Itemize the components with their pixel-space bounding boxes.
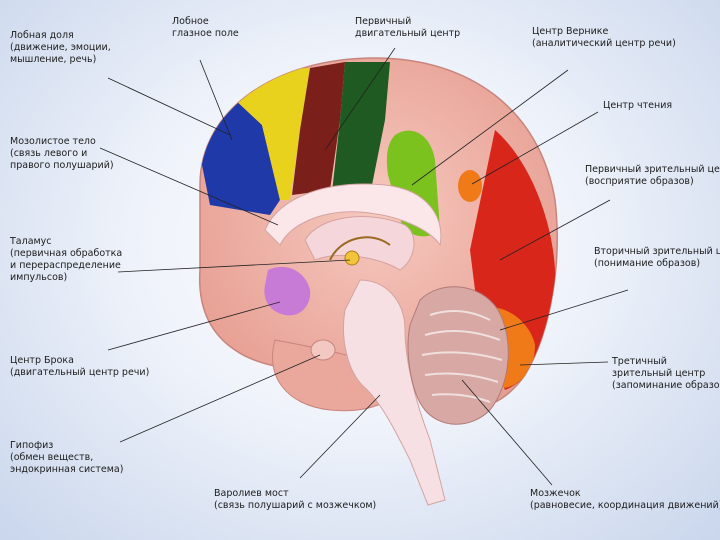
label-reading-center-title: Центр чтения — [603, 100, 673, 111]
pituitary-region — [310, 339, 336, 361]
label-secondary-visual-desc: (понимание образов) — [594, 258, 701, 269]
cerebellum-region — [407, 286, 509, 425]
frontal-eye-field-region — [230, 68, 310, 200]
label-frontal-eye-field: Лобное глазное поле — [172, 16, 239, 40]
label-corpus-callosum: Мозолистое тело (связь левого и правого … — [10, 136, 114, 172]
label-tertiary-visual: Третичный зрительный центр (запоминание … — [612, 356, 720, 392]
label-thalamus-desc3: импульсов) — [10, 272, 68, 283]
label-thalamus-desc2: и перераспределение — [10, 260, 121, 271]
label-tertiary-visual-desc1: зрительный центр — [612, 368, 706, 379]
label-wernicke-title: Центр Верникe — [532, 26, 609, 37]
label-primary-motor: Первичный двигательный центр — [355, 16, 460, 40]
label-cerebellum-desc: (равновесие, координация движений) — [530, 500, 720, 511]
label-tertiary-visual-desc2: (запоминание образов) — [612, 380, 720, 391]
label-wernicke-desc: (аналитический центр речи) — [532, 38, 676, 49]
label-secondary-visual-title: Вторичный зрительный центр — [594, 246, 720, 257]
label-broca-title: Центр Брока — [10, 355, 74, 366]
label-pituitary-desc2: эндокринная система) — [10, 464, 124, 475]
label-frontal-eye-field-line2: глазное поле — [172, 28, 239, 39]
label-frontal-lobe-desc1: (движение, эмоции, — [10, 42, 111, 53]
label-cerebellum-title: Мозжечок — [530, 488, 581, 499]
label-secondary-visual: Вторичный зрительный центр (понимание об… — [594, 246, 720, 270]
label-pituitary-desc1: (обмен веществ, — [10, 452, 94, 463]
label-primary-visual-desc: (восприятие образов) — [585, 176, 694, 187]
pons-region — [343, 279, 446, 506]
label-pons-title: Варолиев мост — [214, 488, 289, 499]
primary-motor-region — [292, 62, 345, 195]
lateral-ventricle — [264, 183, 442, 247]
label-primary-visual-title: Первичный зрительный центр — [585, 164, 720, 175]
motor-strip-region — [332, 62, 390, 195]
label-pituitary-title: Гипофиз — [10, 440, 54, 451]
label-pons-desc: (связь полушарий с мозжечком) — [214, 500, 377, 511]
label-frontal-eye-field-line1: Лобное — [172, 16, 209, 27]
label-pituitary: Гипофиз (обмен веществ, эндокринная сист… — [10, 440, 123, 476]
label-corpus-callosum-desc2: правого полушарий) — [10, 160, 114, 171]
thalamus-node — [344, 250, 360, 266]
label-thalamus: Таламус (первичная обработка и перераспр… — [10, 236, 122, 284]
label-cerebellum: Мозжечок (равновесие, координация движен… — [530, 488, 720, 512]
label-primary-visual: Первичный зрительный центр (восприятие о… — [585, 164, 720, 188]
label-corpus-callosum-desc1: (связь левого и — [10, 148, 88, 159]
label-frontal-lobe-title: Лобная доля — [10, 30, 74, 41]
label-primary-motor-line1: Первичный — [355, 16, 412, 27]
label-tertiary-visual-title: Третичный — [612, 356, 667, 367]
reading-center-region — [458, 170, 482, 202]
label-broca: Центр Брока (двигательный центр речи) — [10, 355, 149, 379]
pointer-lines — [99, 47, 629, 486]
label-broca-desc: (двигательный центр речи) — [10, 367, 150, 378]
label-frontal-lobe-desc2: мышление, речь) — [10, 54, 97, 65]
label-corpus-callosum-title: Мозолистое тело — [10, 136, 96, 147]
label-primary-motor-line2: двигательный центр — [355, 28, 461, 39]
cerebellum-folds — [421, 310, 503, 403]
label-wernicke: Центр Верникe (аналитический центр речи) — [532, 26, 676, 50]
label-frontal-lobe: Лобная доля (движение, эмоции, мышление,… — [10, 30, 111, 66]
label-thalamus-title: Таламус — [10, 236, 52, 247]
label-pons: Варолиев мост (связь полушарий с мозжечк… — [214, 488, 376, 512]
label-reading-center: Центр чтения — [603, 100, 672, 112]
thalamus-arc — [329, 236, 391, 261]
label-thalamus-desc1: (первичная обработка — [10, 248, 123, 259]
